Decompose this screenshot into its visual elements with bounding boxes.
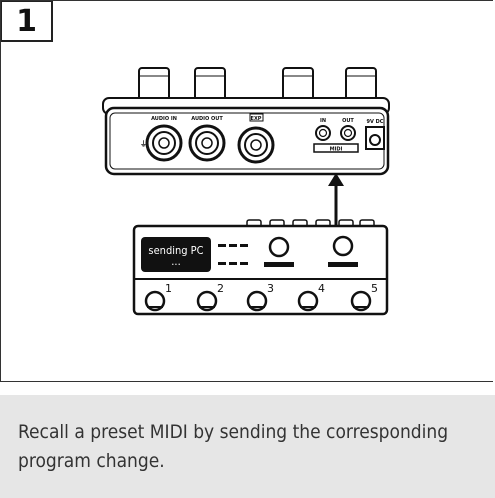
midi-setup-diagram: AUDIO IN AUDIO OUT EXP IN OUT MIDI 9V DC… — [102, 67, 390, 316]
power-label: 9V DC — [367, 119, 384, 125]
footswitch-2 — [196, 290, 218, 312]
audio-in-label: AUDIO IN — [151, 116, 177, 122]
footswitch-1 — [144, 290, 166, 312]
led-indicators — [218, 244, 248, 265]
ground-symbol: ⏚ — [140, 140, 147, 148]
midi-in-label: IN — [320, 118, 326, 124]
footswitch-3-label: 3 — [267, 282, 274, 295]
midi-label-box — [313, 143, 359, 153]
midi-out-label: OUT — [342, 118, 354, 124]
footswitch-4-label: 4 — [318, 282, 325, 295]
audio-out-jack — [188, 124, 226, 162]
midi-in-jack — [315, 125, 331, 141]
screen-line-2: ... — [171, 255, 180, 268]
exp-label: EXP — [251, 116, 262, 122]
footswitch-2-label: 2 — [217, 282, 224, 295]
midi-out-jack — [340, 125, 356, 141]
footswitch-1-label: 1 — [165, 282, 172, 295]
footswitch-4 — [297, 290, 319, 312]
midi-label: MIDI — [330, 147, 343, 153]
power-jack — [365, 126, 385, 150]
step-number: 1 — [1, 1, 53, 42]
controller-screen: sending PC ... — [141, 237, 211, 272]
exp-jack — [237, 126, 275, 164]
controller-knob-right — [328, 235, 358, 267]
screen-line-1: sending PC — [148, 244, 203, 257]
controller-knob-left — [264, 236, 294, 267]
pedal-knobs — [138, 67, 377, 105]
caption-text: Recall a preset MIDI by sending the corr… — [18, 421, 449, 472]
audio-in-jack — [145, 124, 183, 162]
footswitch-5 — [350, 290, 372, 312]
audio-out-label: AUDIO OUT — [191, 116, 223, 122]
illustration-panel: 1 — [0, 0, 493, 382]
footswitch-3 — [246, 290, 268, 312]
footswitch-5-label: 5 — [371, 282, 378, 295]
caption-panel: Recall a preset MIDI by sending the corr… — [0, 395, 495, 498]
signal-arrow — [328, 173, 344, 226]
